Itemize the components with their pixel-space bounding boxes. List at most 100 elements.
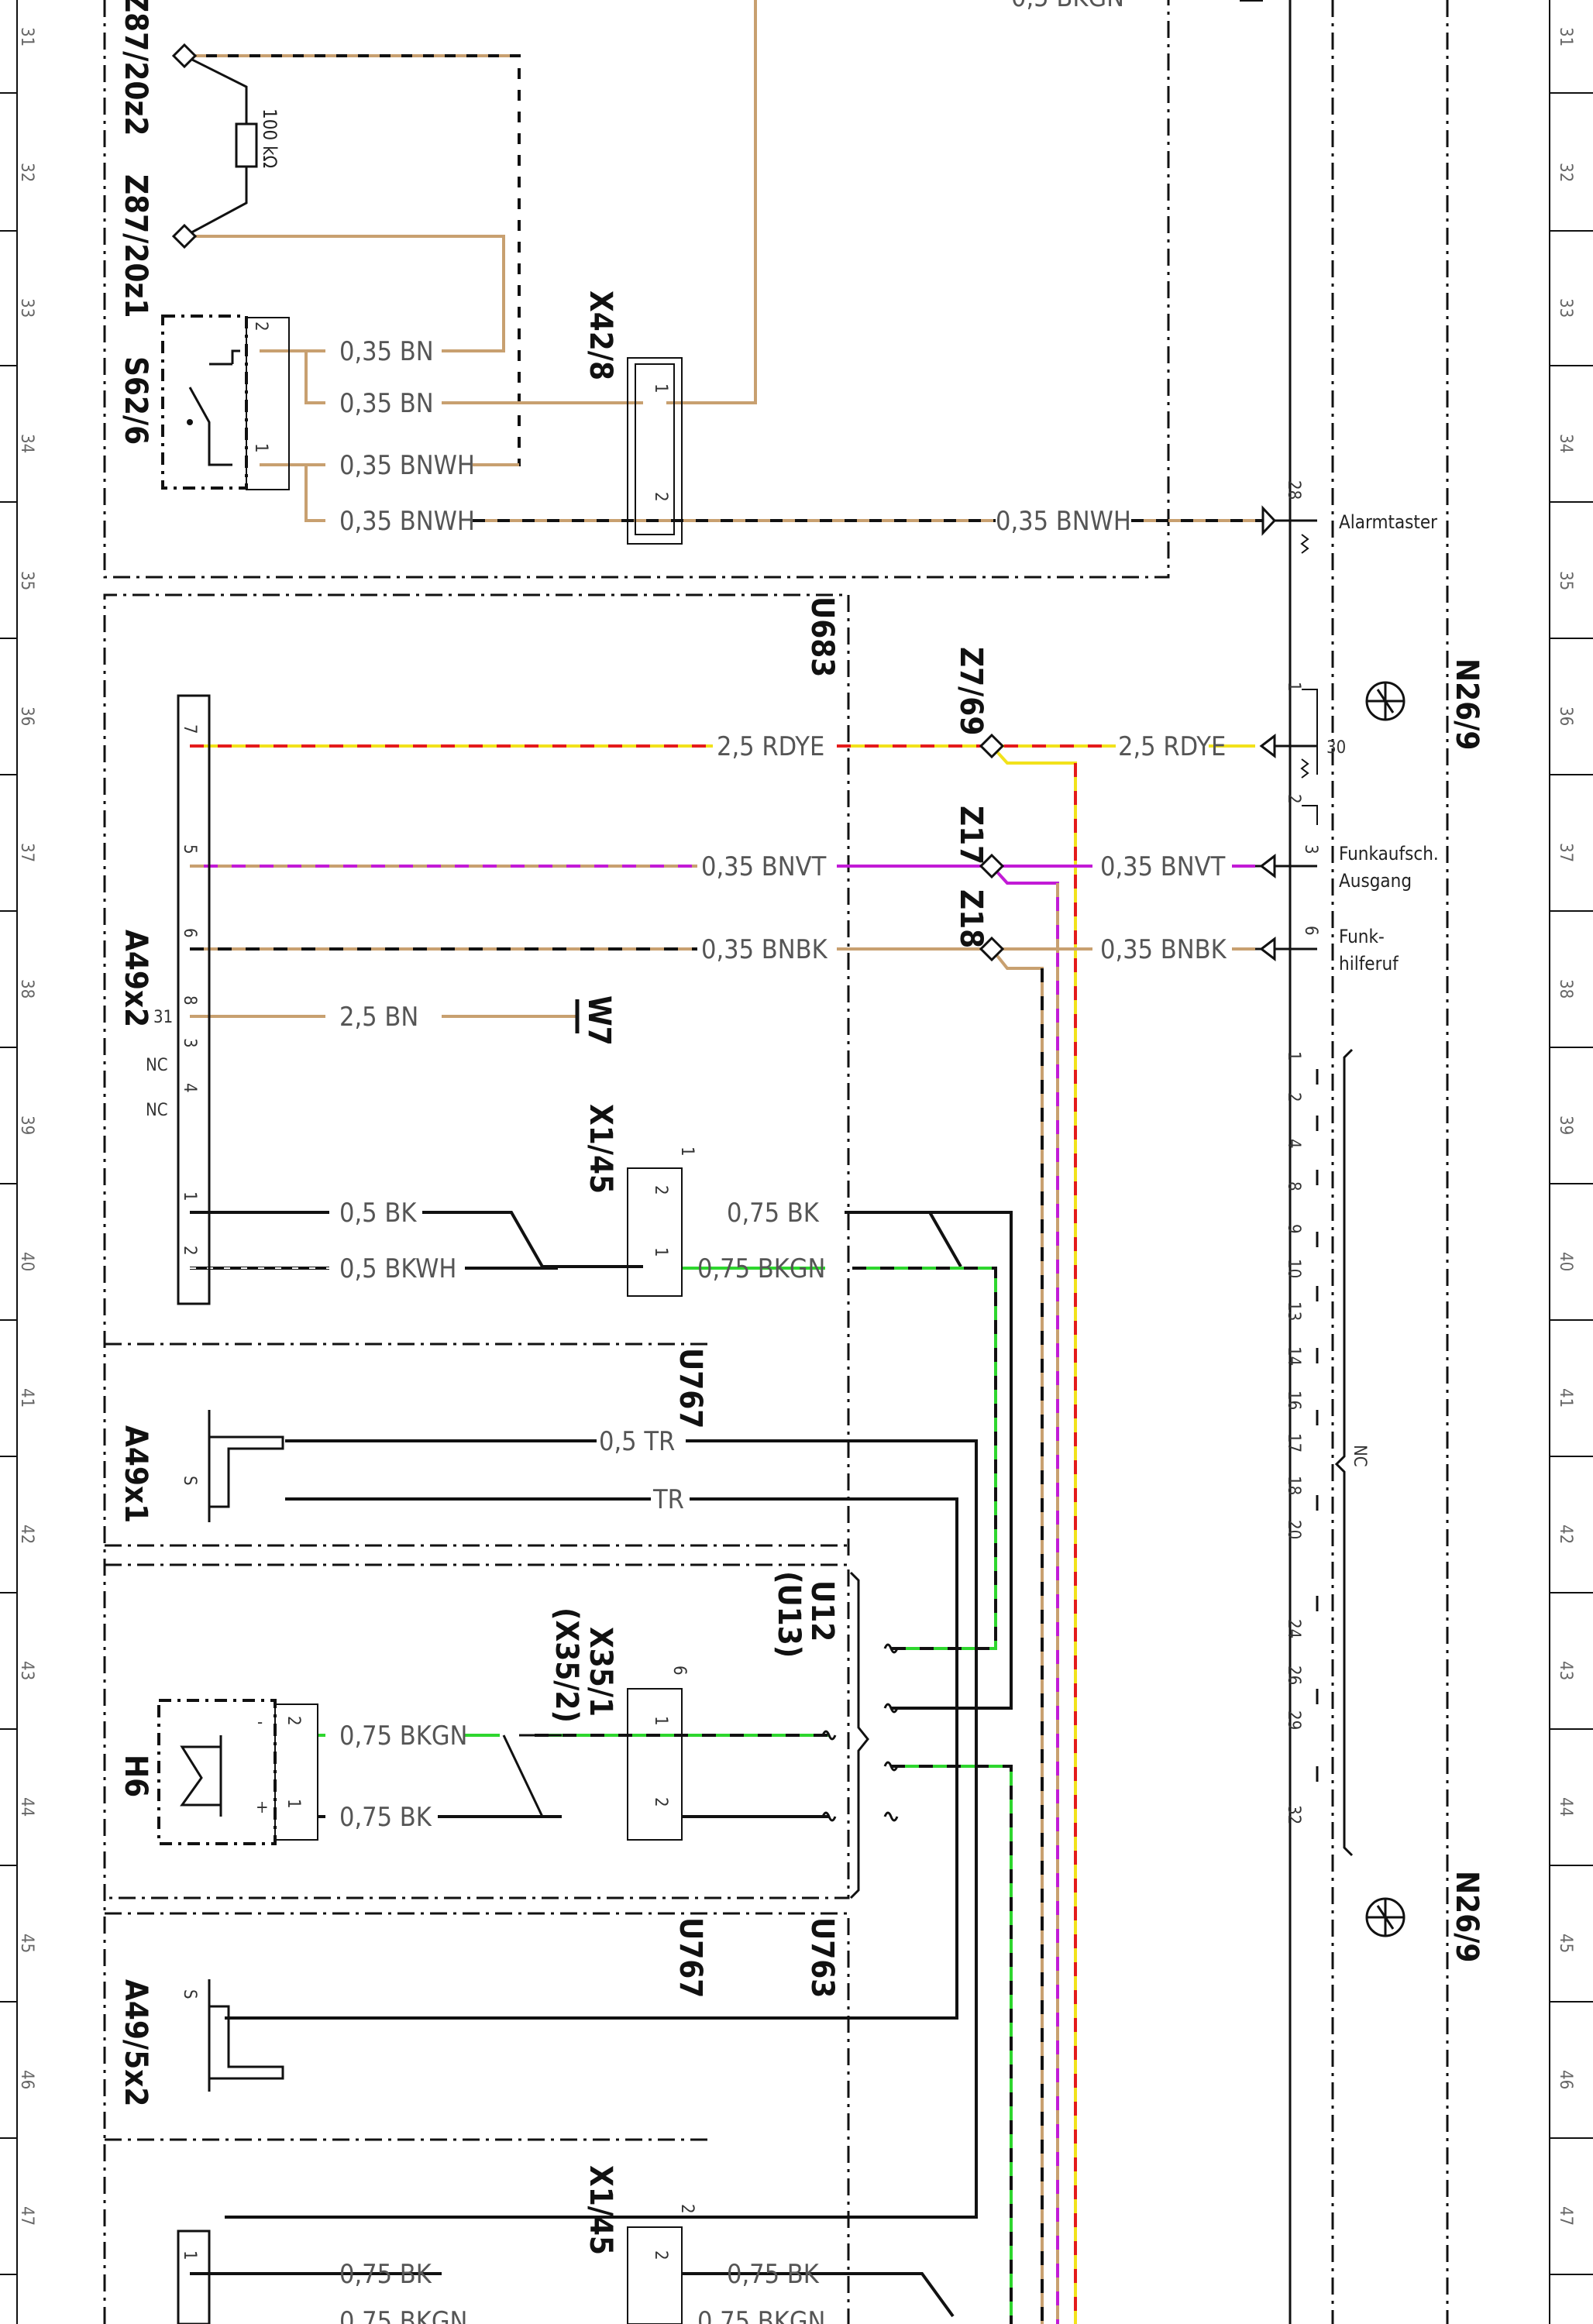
pin-x1-45b-2a: 2 <box>677 2204 697 2214</box>
ruler-right-33: 33 <box>1556 298 1575 318</box>
label-n26-9-bottom: N26/9 <box>1449 1871 1485 1962</box>
pin-a49x2-8: 8 <box>180 995 199 1006</box>
a49-bottom-connector <box>177 2229 211 2324</box>
label-x42-8: X42/8 <box>583 290 618 380</box>
pin-x35-6: 6 <box>669 1666 689 1676</box>
n26-zigzag <box>1300 534 1309 779</box>
wire-s62-bn1 <box>304 351 325 404</box>
pin-a49x2-nc-1: NC <box>146 1056 168 1075</box>
n26-nc-pins: 1 2 4 8 9 10 13 14 16 17 18 20 24 26 29 … <box>1284 1051 1303 1824</box>
ruler-left-45: 45 <box>17 1934 36 1953</box>
pin-a49x2-6: 6 <box>180 928 199 938</box>
label-z17: Z17 <box>953 806 989 865</box>
pin-h6-1: 1 <box>284 1799 303 1809</box>
pin-a49x2-1: 1 <box>180 1191 199 1202</box>
s62-switch-dot <box>187 419 193 425</box>
x1-45-bottom-connector <box>627 2226 683 2324</box>
n26-nc-pin-2: 2 <box>1284 1092 1303 1102</box>
label-z18: Z18 <box>953 889 989 948</box>
wire-u12-green-dash <box>891 1765 1013 2324</box>
x42-8-inner <box>635 363 675 535</box>
n26-nc-pin-20: 20 <box>1284 1520 1303 1539</box>
label-n26-9-top: N26/9 <box>1449 658 1485 750</box>
wires <box>184 0 1263 2324</box>
ruler-right-32: 32 <box>1556 163 1575 182</box>
wire-x42-bn-up <box>666 0 757 404</box>
pin-n26-2: 2 <box>1284 794 1303 804</box>
wl-s62-bn-2: 0,35 BN <box>339 388 434 419</box>
ruler-right-43: 43 <box>1556 1661 1575 1680</box>
ruler-left-42: 42 <box>17 1525 36 1544</box>
ruler-right-36: 36 <box>1556 706 1575 726</box>
a49x2-connector <box>177 694 211 1305</box>
n26-hilferuf: hilferuf <box>1339 953 1399 975</box>
n26-funk: Funk- <box>1339 926 1385 947</box>
n26-pin-bracket <box>1302 689 1318 825</box>
ruler-right-39: 39 <box>1556 1116 1575 1135</box>
a49-5x2-connector <box>208 1979 284 2092</box>
splice-points <box>171 43 1005 962</box>
label-s62-6: S62/6 <box>118 356 153 445</box>
label-x35-2: (X35/2) <box>549 1607 584 1723</box>
wire-bk-left <box>190 1211 643 1268</box>
wl-h6-bk: 0,75 BK <box>339 1802 432 1833</box>
h6-speaker-icon <box>180 1735 222 1817</box>
pin-s62-1: 1 <box>251 443 270 453</box>
ruler-left-43: 43 <box>17 1661 36 1680</box>
wl-tr-bottom: TR <box>652 1484 684 1515</box>
u12-bundle-markers <box>821 1643 899 1822</box>
splice-z7-69 <box>979 733 1005 759</box>
n26-labels: Alarmtaster Funkaufsch. Ausgang Funk- hi… <box>1339 511 1439 1467</box>
splice-z87-20z2 <box>171 43 198 69</box>
n26-nc-pin-18: 18 <box>1284 1476 1303 1495</box>
x35-1-connector <box>627 1688 683 1841</box>
ruler-right-47: 47 <box>1556 2206 1575 2226</box>
pin-a49x2-3: 3 <box>180 1038 199 1048</box>
label-w7: W7 <box>581 995 617 1046</box>
h6-connector <box>274 1703 318 1841</box>
label-u12: U12 <box>804 1580 840 1642</box>
pin-a49x2-4: 4 <box>180 1083 199 1093</box>
splice-z87-20z1 <box>171 223 198 249</box>
wl-s62-bnwh-1: 0,35 BNWH <box>339 450 475 481</box>
u12-brace <box>849 1571 869 1899</box>
wire-bkgn-right <box>682 1267 997 1650</box>
ruler-right-31: 31 <box>1556 27 1575 46</box>
n26-nc-pin-26: 26 <box>1284 1666 1303 1685</box>
label-z87-20z2: Z87/20z2 <box>118 0 153 136</box>
wire-u12-green <box>891 1765 1013 2324</box>
wl-bottom-bkgn-left: 0,75 BKGN <box>339 2306 467 2324</box>
n26-alarmtaster: Alarmtaster <box>1339 511 1437 533</box>
ruler-left-32: 32 <box>17 163 36 182</box>
wl-bnvt-right: 0,35 BNVT <box>1100 851 1226 882</box>
n26-transistor-bottom <box>1365 1897 1405 1937</box>
frame-u767-a49x1 <box>105 1342 848 1547</box>
pin-h6-minus: - <box>257 1713 263 1732</box>
component-labels: Z87/20z2 Z87/20z1 S62/6 X42/8 U683 A49x2… <box>118 0 1485 2255</box>
n26-arrow-30 <box>1259 733 1276 759</box>
wl-rdye-left: 2,5 RDYE <box>717 731 824 762</box>
pin-a49x2-nc-2: NC <box>146 1101 168 1120</box>
pin-n26-1: 1 <box>1284 682 1303 692</box>
n26-nc: NC <box>1350 1445 1369 1467</box>
ruler-right-46: 46 <box>1556 2070 1575 2089</box>
pin-a49-5x2-s: S <box>180 1989 199 1999</box>
n26-ausgang: Ausgang <box>1339 870 1412 892</box>
wl-bk-right: 0,75 BK <box>727 1198 820 1229</box>
ruler-right-40: 40 <box>1556 1252 1575 1271</box>
wl-bkwh-left: 0,5 BKWH <box>339 1253 456 1284</box>
ruler-numbers: 31 32 33 34 35 36 37 38 39 40 41 42 43 4… <box>17 27 1575 2226</box>
label-x35-1: X35/1 <box>583 1627 618 1717</box>
ruler-right-44: 44 <box>1556 1797 1575 1817</box>
frame-top-module <box>103 0 1170 579</box>
wire-tr-top <box>225 1439 978 2219</box>
n26-nc-pin-29: 29 <box>1284 1710 1303 1730</box>
pin-x42-2: 2 <box>651 492 670 502</box>
ruler-right-37: 37 <box>1556 843 1575 862</box>
pin-n26-30: 30 <box>1326 738 1346 758</box>
a49x1-connector <box>208 1410 284 1522</box>
ruler-right-41: 41 <box>1556 1388 1575 1408</box>
ruler-left-38: 38 <box>17 979 36 999</box>
ruler-left-34: 34 <box>17 434 36 453</box>
